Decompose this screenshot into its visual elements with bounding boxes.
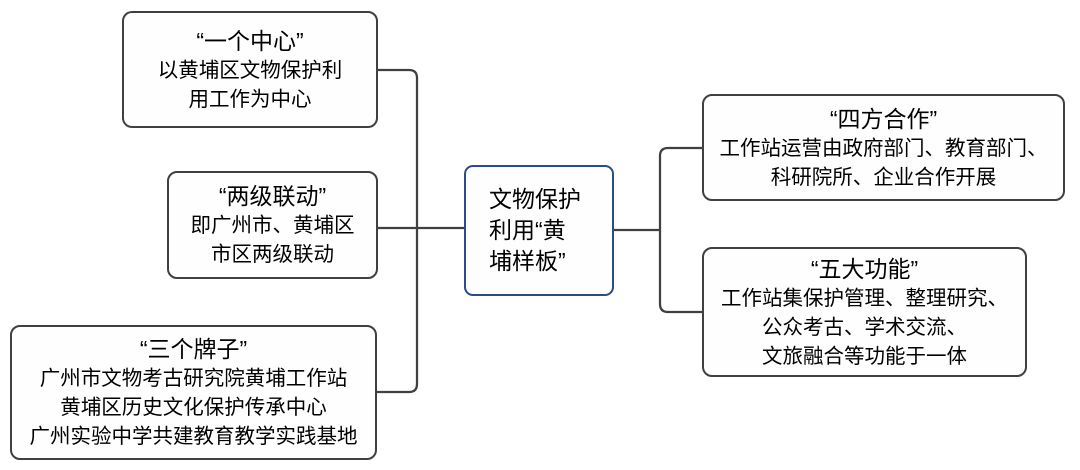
node-four-party-body: 工作站运营由政府部门、教育部门、 科研院所、企业合作开展 — [719, 136, 1048, 189]
node-five-functions: “五大功能” 工作站集保护管理、整理研究、 公众考古、学术交流、 文旅融合等功能… — [702, 247, 1027, 377]
node-five-functions-title: “五大功能” — [810, 255, 919, 282]
node-two-level-body: 即广州市、黄埔区 市区两级联动 — [190, 214, 355, 266]
node-three-plates-body: 广州市文物考古研究院黄埔工作站 黄埔区历史文化保护传承中心 广州实验中学共建教育… — [29, 367, 358, 448]
node-three-plates-title: “三个牌子” — [139, 336, 248, 362]
node-one-center-title: “一个中心” — [196, 27, 304, 54]
node-two-level-linkage: “两级联动” 即广州市、黄埔区 市区两级联动 — [167, 171, 378, 279]
node-one-center: “一个中心” 以黄埔区文物保护利 用工作为中心 — [122, 11, 378, 128]
right-bracket-line — [658, 146, 702, 314]
node-one-center-body: 以黄埔区文物保护利 用工作为中心 — [157, 58, 343, 111]
node-two-level-title: “两级联动” — [218, 183, 327, 209]
node-five-functions-body: 工作站集保护管理、整理研究、 公众考古、学术交流、 文旅融合等功能于一体 — [721, 286, 1008, 368]
node-three-plates: “三个牌子” 广州市文物考古研究院黄埔工作站 黄埔区历史文化保护传承中心 广州实… — [10, 325, 377, 460]
left-bracket-line — [377, 68, 419, 394]
node-four-party-cooperation: “四方合作” 工作站运营由政府部门、教育部门、 科研院所、企业合作开展 — [702, 94, 1065, 201]
node-huangpu-model-text: 文物保护 利用“黄 埔样板” — [489, 186, 581, 274]
node-four-party-title: “四方合作” — [829, 105, 938, 132]
node-huangpu-model: 文物保护 利用“黄 埔样板” — [464, 165, 614, 296]
